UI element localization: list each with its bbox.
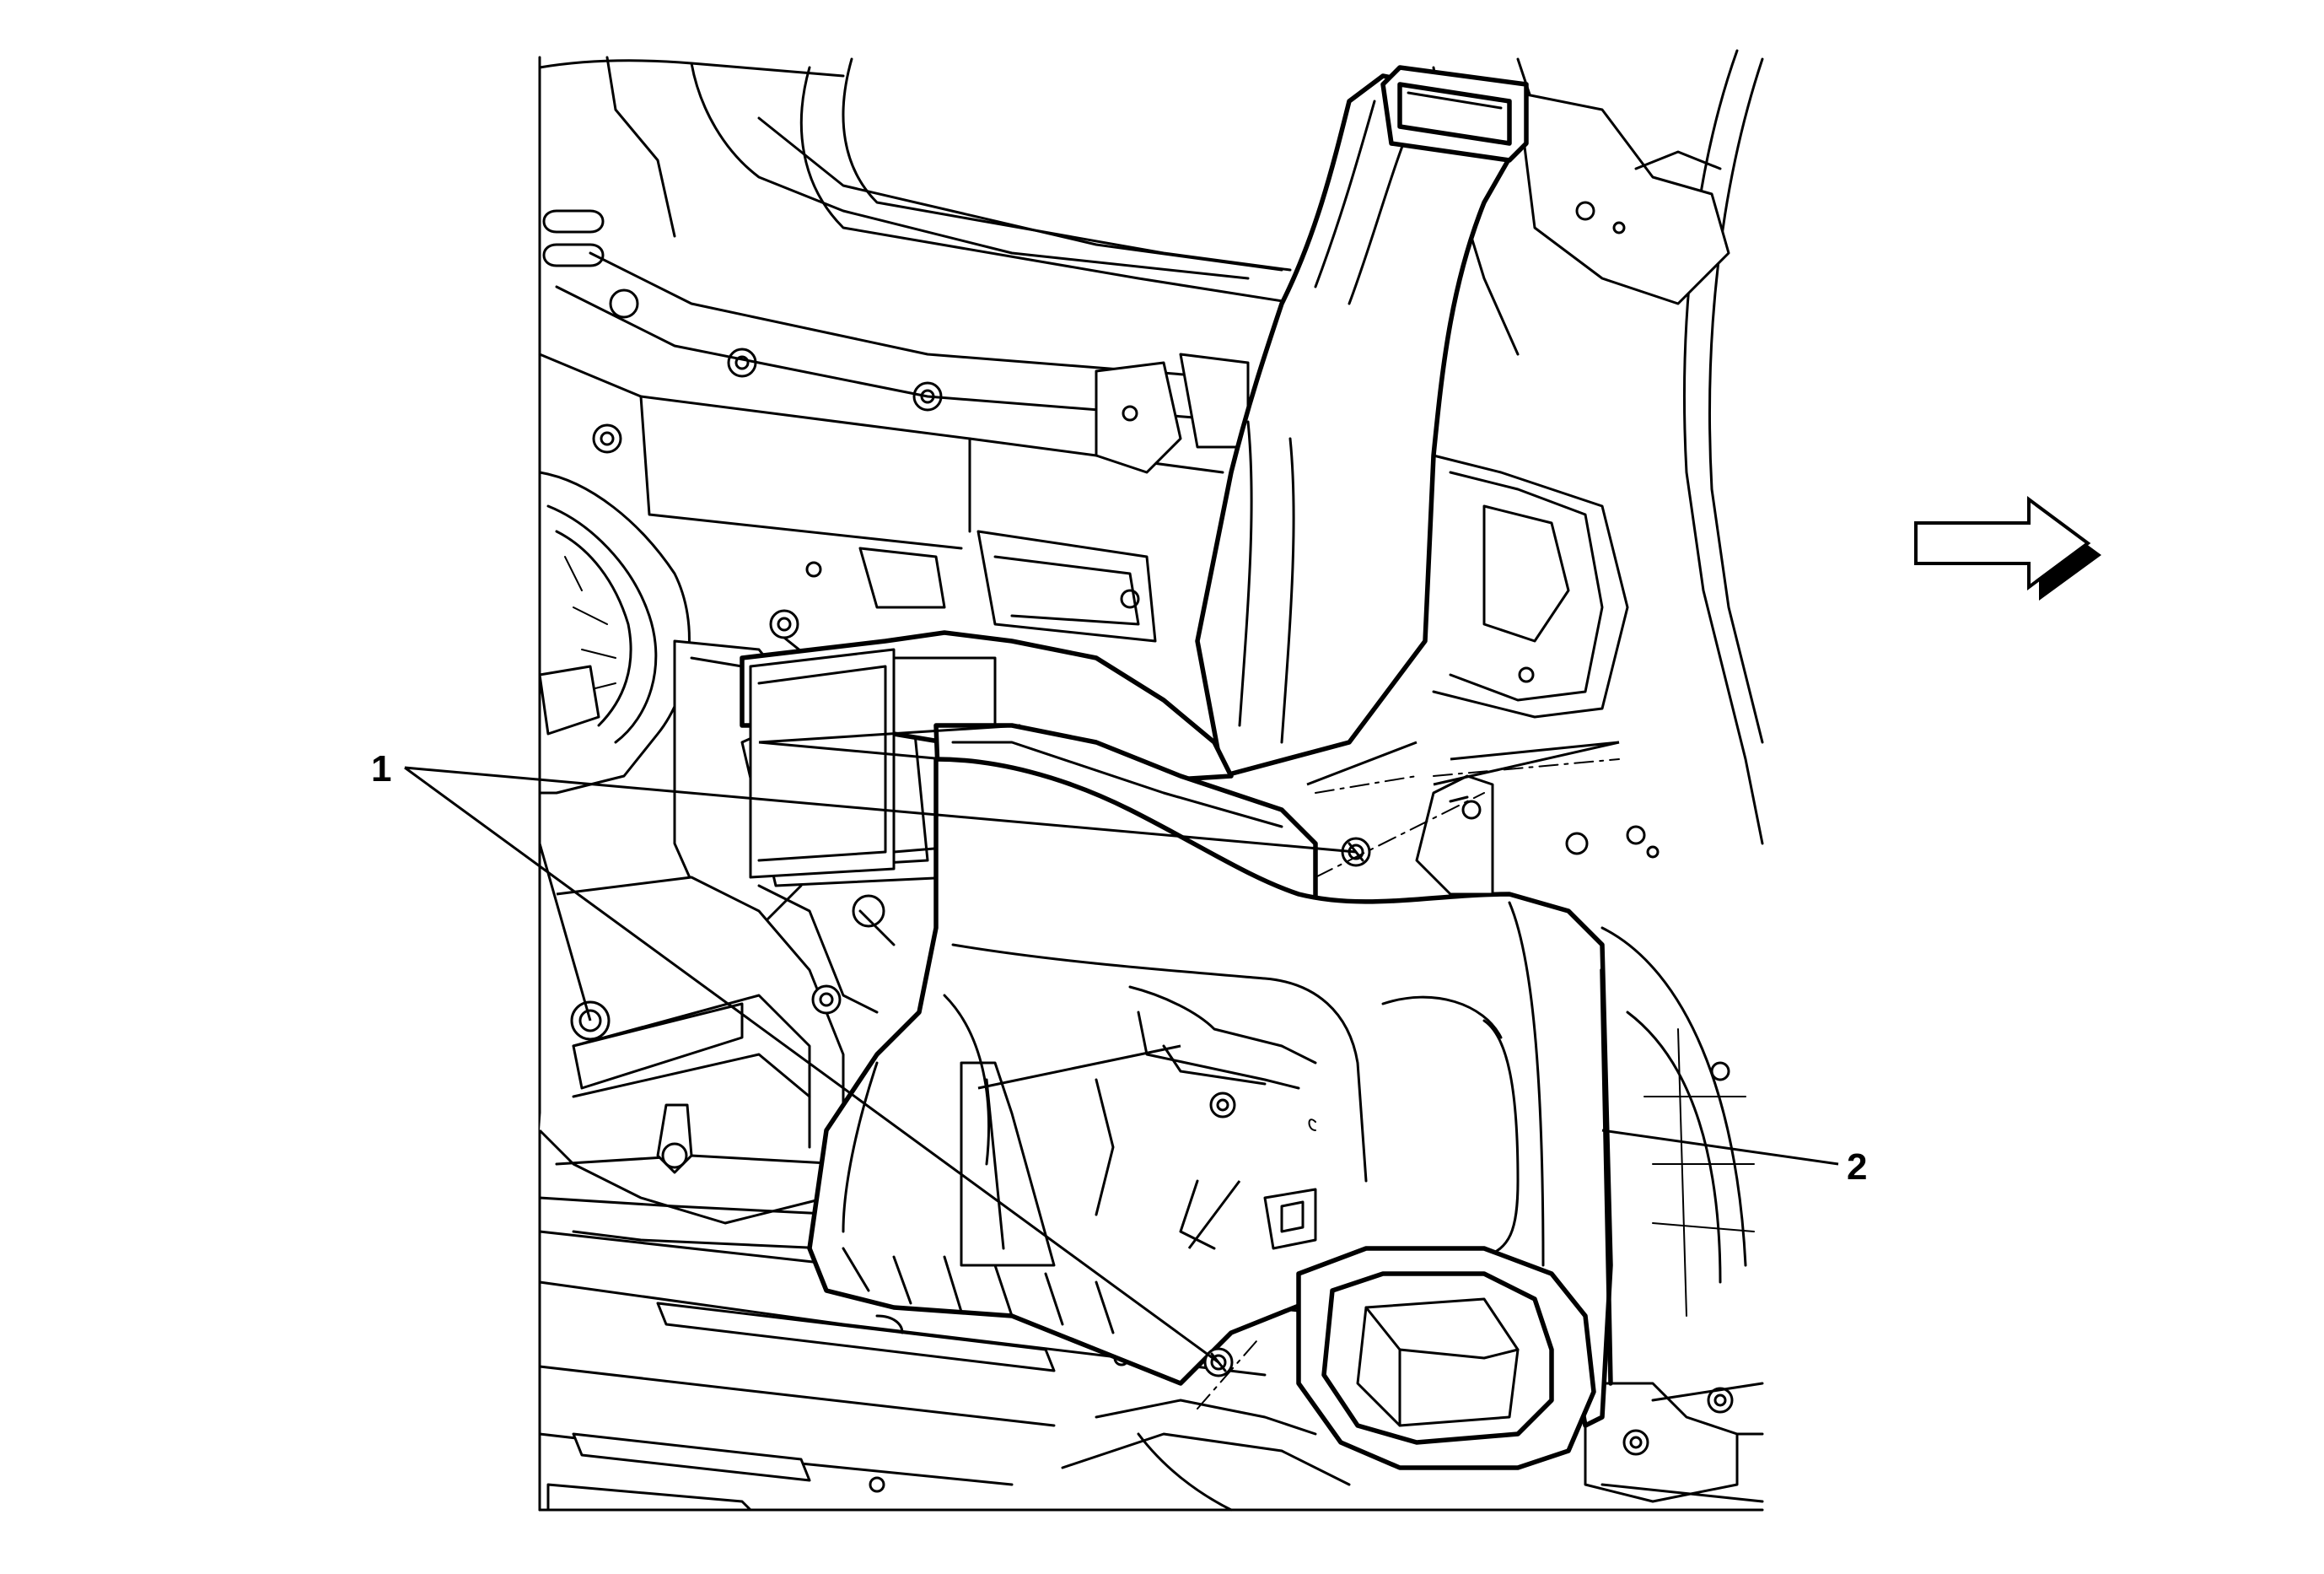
leader-lines	[404, 724, 1839, 1364]
callout-2: 2	[1847, 1146, 1867, 1188]
body-structure	[538, 49, 1764, 1512]
callout-2-label: 2	[1847, 1146, 1867, 1188]
blower-motor-assembly	[538, 471, 980, 1250]
floor-panel	[538, 1230, 1764, 1512]
callout-1-label: 1	[371, 748, 391, 790]
callout-1: 1	[371, 748, 391, 790]
air-duct	[740, 65, 1613, 1470]
direction-arrow-icon	[1914, 496, 2101, 601]
